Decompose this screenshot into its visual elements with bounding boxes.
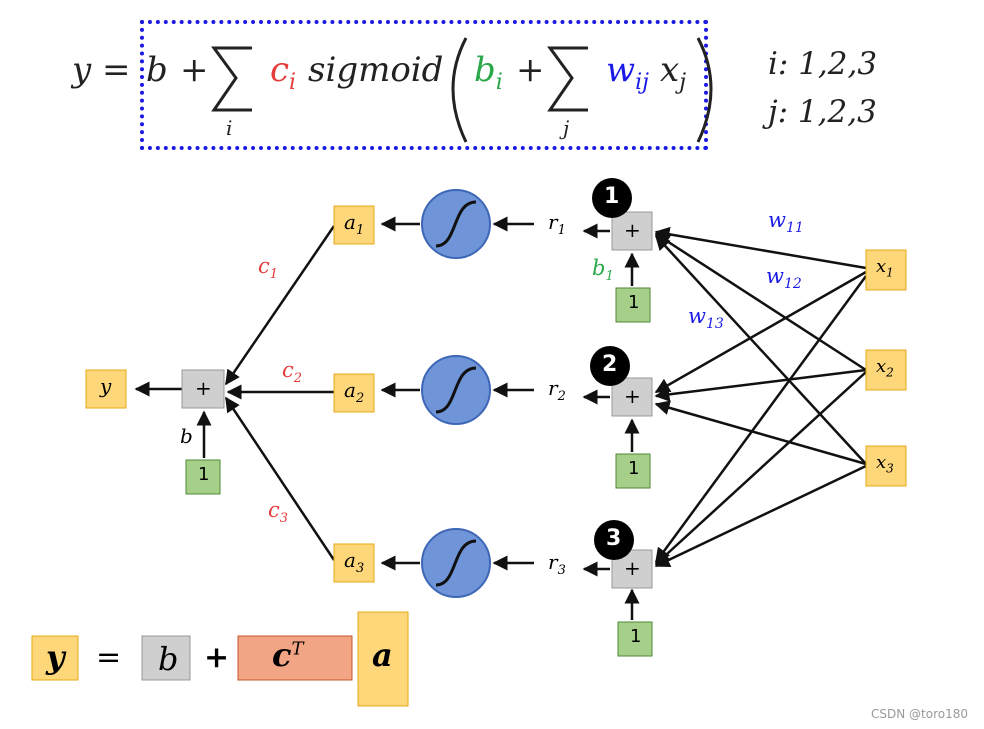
a2-label: a2 [344,378,365,406]
sigmoid-node-1 [421,189,491,259]
watermark: CSDN @toro180 [871,707,968,721]
sum-symbol-i [211,46,252,112]
vec-eq-label: = [96,640,122,675]
y-box [85,369,127,409]
r1-label: r1 [548,210,566,238]
weight-connections [654,226,868,568]
vec-a-label: a [372,636,393,674]
bias-one-1 [615,287,651,323]
x2-label: x2 [876,356,894,380]
x3-label: x3 [876,452,894,476]
sum-1-plus: + [624,218,641,242]
bias-one-2-label: 1 [628,458,640,479]
vec-b-box [141,635,191,681]
badge-3 [594,520,634,560]
sum-node-1 [611,211,653,251]
w12-label: w12 [766,264,802,293]
formula-sigmoid: sigmoid [308,50,444,90]
c3-label: c3 [268,498,289,527]
vec-y-box [31,635,79,681]
paren-open [451,37,468,143]
output-bias-label: b [180,424,193,448]
x3-box [865,445,907,487]
w11-label: w11 [768,208,804,237]
range-j: j: 1,2,3 [768,94,877,130]
formula-x-j: xj [660,50,687,95]
bias-one-out-label: 1 [198,464,210,485]
output-sum-node [181,369,225,409]
formula-plus-2: + [516,50,545,90]
sum-2-plus: + [624,384,641,408]
output-sum-plus: + [195,376,212,400]
sum-index-j: j [563,116,570,140]
bias-one-2 [615,453,651,489]
vec-b-label: b [158,640,179,678]
bias-one-1-label: 1 [628,292,640,313]
formula-plus-1: + [180,50,209,90]
sum-index-i: i [226,116,233,140]
bias-one-3 [617,621,653,657]
x1-label: x1 [876,256,894,280]
vec-plus-label: + [204,640,230,675]
sum-3-plus: + [624,556,641,580]
x1-box [865,249,907,291]
formula-w-ij: wij [606,50,649,95]
vec-y-label: y [46,638,65,676]
sum-symbol-j [547,46,588,112]
badge-2 [590,346,630,386]
sigmoid-node-3 [421,528,491,598]
bias-one-out [185,459,221,495]
r3-label: r3 [548,550,566,578]
x2-box [865,349,907,391]
bias-one-3-label: 1 [630,626,642,647]
a3-box [333,543,375,583]
vec-a-box [357,611,409,707]
formula-b: b [146,50,168,90]
formula-c-i: ci [270,50,297,95]
sum-node-2 [611,377,653,417]
vec-cT-box [237,635,353,681]
a2-box [333,373,375,413]
formula-highlight-box [140,20,708,150]
b1-label: b1 [592,256,614,285]
badge-3-label: 3 [606,526,622,551]
badge-1-label: 1 [604,184,620,209]
w13-label: w13 [688,304,724,333]
a1-box [333,205,375,245]
vec-cT-label: cT [272,636,304,674]
flow-arrows [134,216,640,620]
a1-label: a1 [344,210,365,238]
badge-1 [592,178,632,218]
range-i: i: 1,2,3 [768,46,878,82]
formula-lhs: y = [72,50,131,90]
c2-label: c2 [282,358,303,387]
a3-label: a3 [344,548,365,576]
r2-label: r2 [548,376,566,404]
c1-label: c1 [258,254,279,283]
sigmoid-node-2 [421,355,491,425]
formula-b-i: bi [474,50,503,95]
paren-close [696,37,713,143]
badge-2-label: 2 [602,352,618,377]
output-y-label: y [100,374,112,398]
